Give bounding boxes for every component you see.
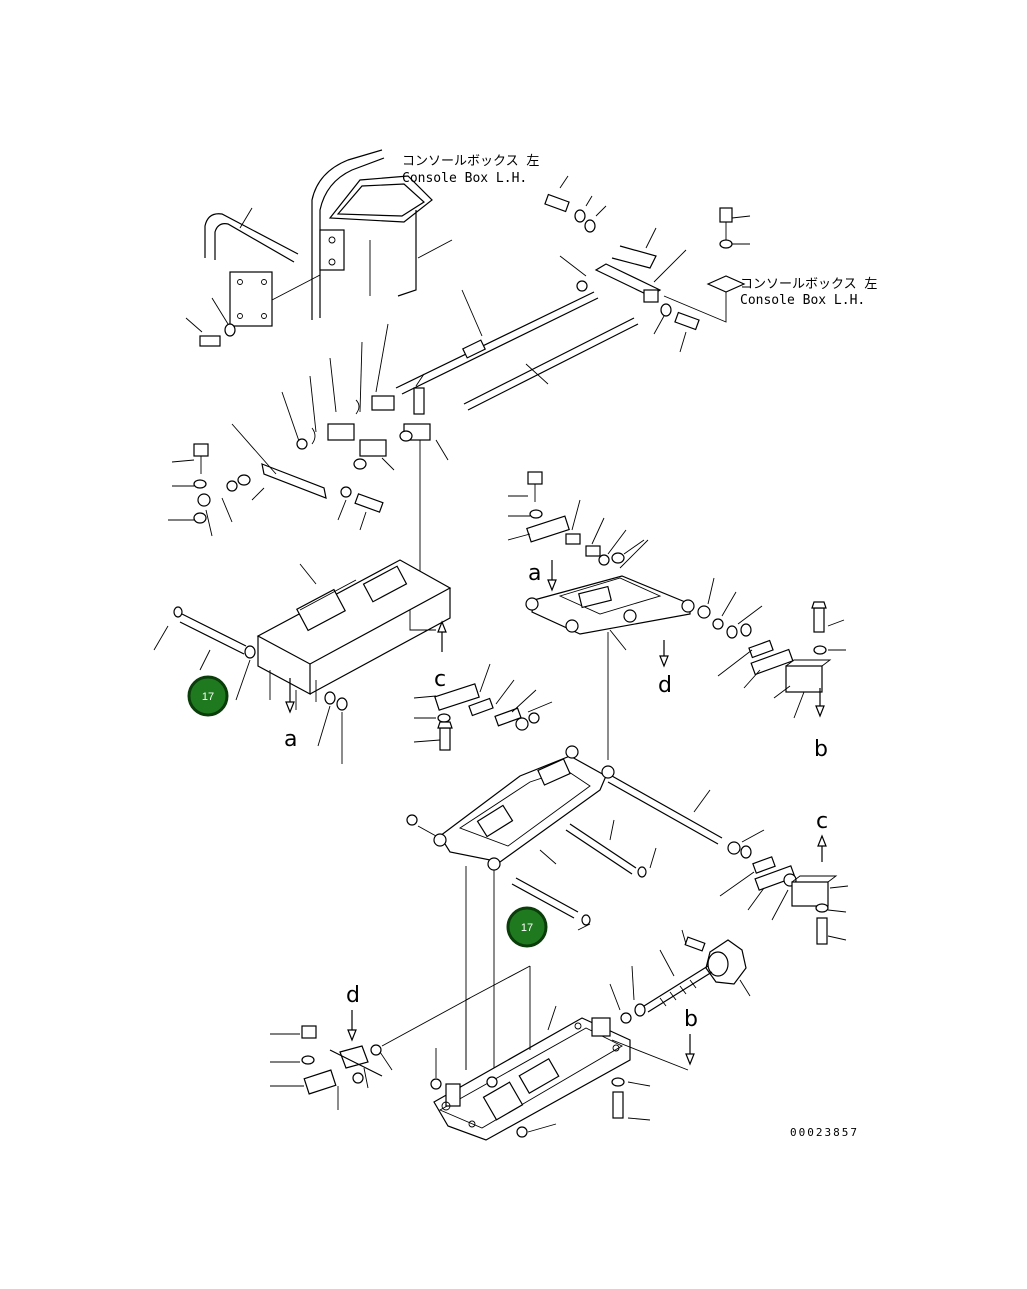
center-small-parts [168,323,449,586]
letter-c-bottom: c [816,809,828,834]
callout-console-box-right: コンソールボックス 左 Console Box L.H. [740,277,877,308]
hotspot-17-lower-circle[interactable] [506,906,548,948]
letter-d-bottom: d [346,983,360,1008]
grip-handle [185,207,321,347]
bottom-base-plate [381,965,689,1141]
letter-a-bottom: a [284,727,297,752]
callout-right-ja: コンソールボックス 左 [740,277,877,292]
upper-arm-assembly [525,539,695,760]
hotspot-17-upper-label: 17 [202,691,214,703]
arm-right-fasteners [697,577,846,719]
lower-right-fasteners [719,829,849,945]
c-group-fasteners [413,663,553,751]
letter-c-top: c [434,667,446,692]
callout-console-box-upper: コンソールボックス 左 Console Box L.H. [402,154,539,186]
d-group-fasteners [270,1010,393,1110]
left-base-plate [153,559,452,764]
hotspot-17-upper-circle[interactable] [187,675,229,717]
console-box-left [311,149,453,320]
upper-right-linkage [395,175,751,411]
hotspot-17-lower[interactable]: 17 [506,906,548,948]
letter-a-top: a [528,561,541,586]
hotspot-17-upper[interactable]: 17 [187,675,229,717]
arm-top-fasteners [507,471,645,566]
hotspot-17-lower-label: 17 [521,922,533,934]
callout-right-en: Console Box L.H. [740,293,865,308]
callout-upper-en: Console Box L.H. [402,171,527,186]
letter-b-bottom: b [684,1007,698,1032]
callout-upper-ja: コンソールボックス 左 [402,154,539,169]
lower-arm-assembly [406,745,723,1090]
catalog-number: 00023857 [790,1126,859,1139]
letter-b-top: b [814,737,828,762]
adjuster-knob [609,929,751,1066]
letter-d-top: d [658,673,672,698]
